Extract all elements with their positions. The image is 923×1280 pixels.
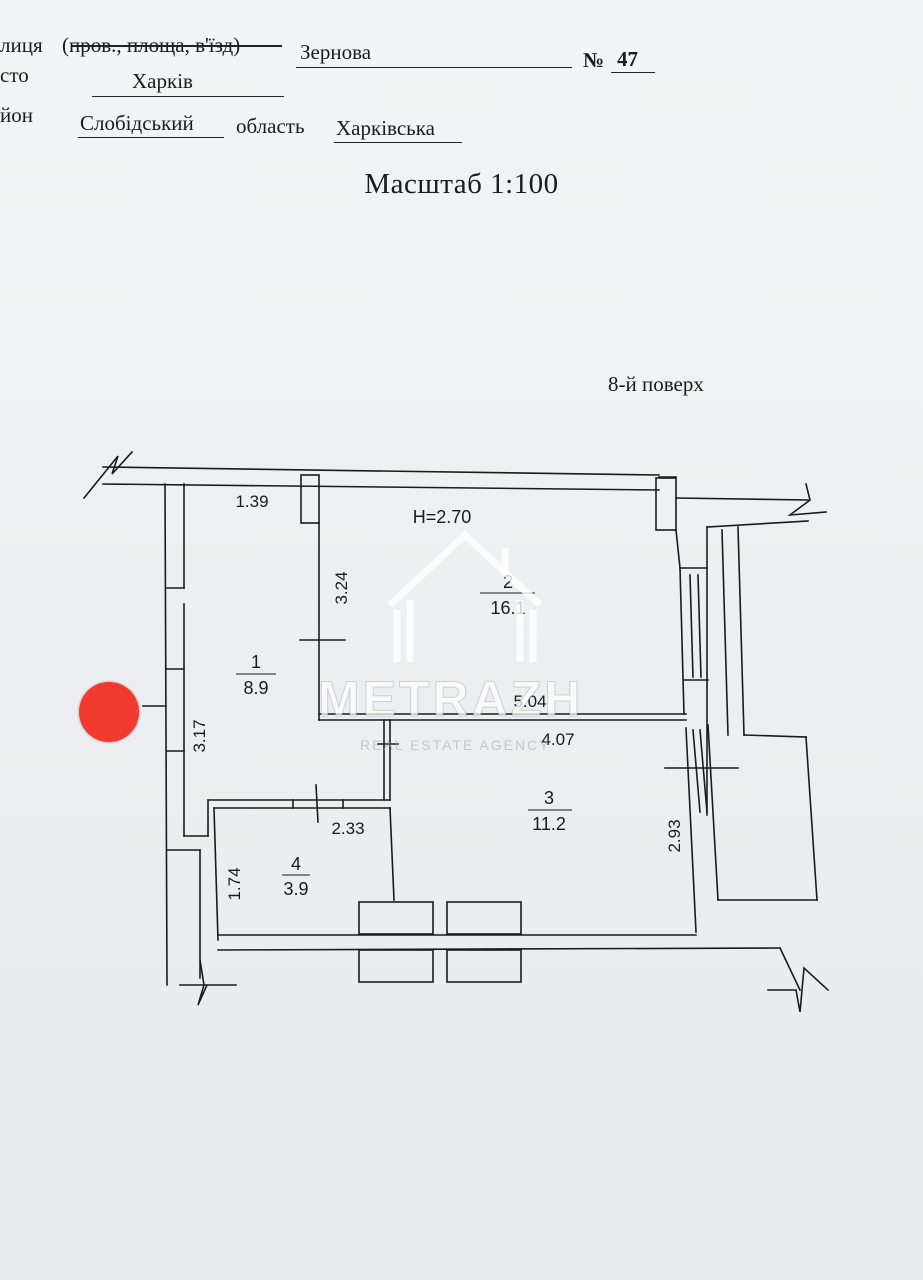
street-value: Зернова (300, 40, 372, 64)
room-3-area: 11.2 (532, 814, 566, 834)
region-value: Харківська (336, 116, 435, 140)
dim-2-93: 2.93 (665, 819, 684, 852)
city-value: Харків (132, 69, 193, 93)
region-label: область (236, 114, 305, 138)
room-2-number: 2 (503, 572, 513, 592)
watermark-subtitle: REAL ESTATE AGENCY (360, 737, 551, 753)
watermark-logo-text: METRAZH (317, 671, 584, 728)
room-1-area: 8.9 (243, 678, 268, 698)
number-label: № (583, 48, 605, 72)
city-label: сто (0, 63, 29, 87)
watermark-house-icon (387, 530, 543, 662)
number-value: 47 (617, 47, 638, 71)
dim-4-07: 4.07 (541, 730, 574, 749)
number-underline (611, 72, 655, 73)
dim-3-17: 3.17 (190, 719, 209, 752)
dim-1-39: 1.39 (235, 492, 268, 511)
room-4-number: 4 (291, 854, 301, 874)
ceiling-height: H=2.70 (413, 507, 472, 527)
district-value: Слобідський (80, 111, 194, 135)
dim-3-24: 3.24 (332, 571, 351, 604)
scale-title: Масштаб 1:100 (364, 168, 559, 200)
dim-2-33: 2.33 (331, 819, 364, 838)
city-underline (92, 96, 284, 97)
district-label: йон (0, 103, 33, 127)
dim-1-74: 1.74 (225, 867, 244, 900)
red-marker-dot (79, 682, 139, 742)
region-underline (334, 142, 462, 143)
street-label: лиця (0, 33, 43, 57)
strikethrough-line (72, 45, 282, 47)
street-underline (296, 67, 572, 68)
floor-label: 8-й поверх (608, 372, 704, 396)
dim-5-04: 5.04 (513, 692, 546, 711)
district-underline (78, 137, 224, 138)
room-4-area: 3.9 (283, 879, 308, 899)
walls (82, 450, 830, 1013)
room-3-number: 3 (544, 788, 554, 808)
room-1-number: 1 (251, 652, 261, 672)
